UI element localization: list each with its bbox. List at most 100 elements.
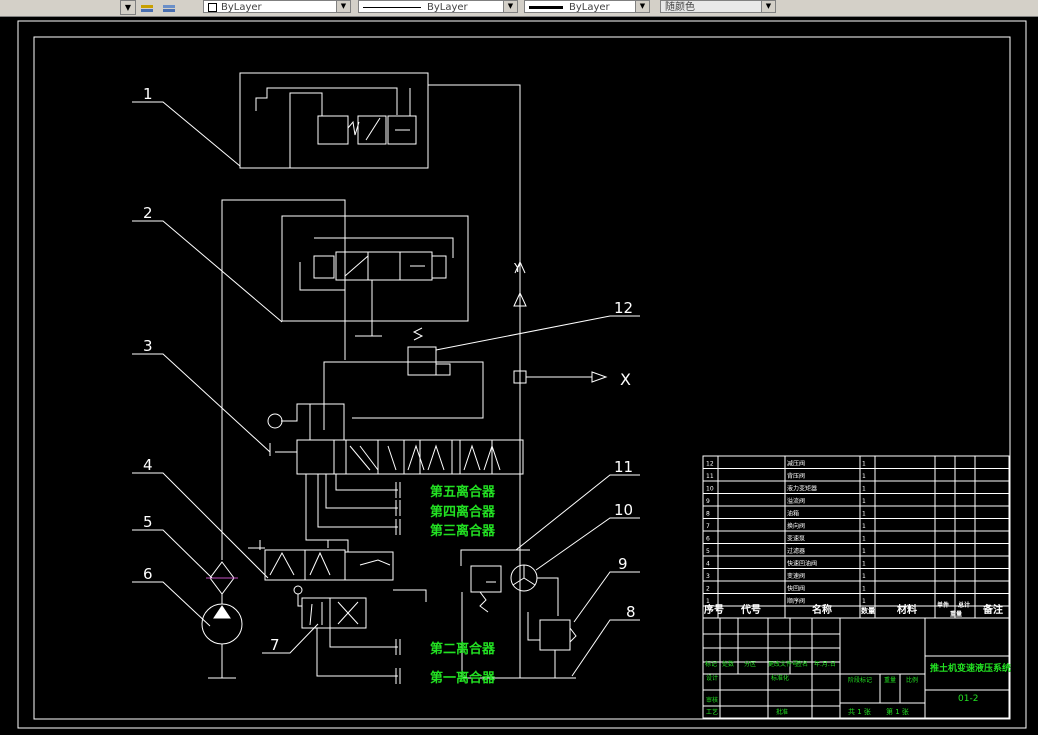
port-y-label: Y (513, 261, 522, 275)
tb-process: 工艺 (706, 708, 718, 716)
component-10-torque-converter (510, 564, 559, 616)
component-5-6-filter-pump (201, 561, 243, 679)
callout-10: 10 (614, 501, 633, 519)
bom-row-qty-mark: 1 (862, 573, 866, 580)
linetype-sample (363, 6, 421, 8)
bom-row-name: 背压阀 (787, 472, 805, 480)
bom-table-lines (702, 455, 1010, 619)
bom-header-unit-weight: 单件 (937, 601, 949, 609)
bom-row-qty-mark: 1 (862, 511, 866, 518)
clutch-labels: 第五离合器 第四离合器 第三离合器 第二离合器 第一离合器 (430, 484, 496, 686)
port-x-label: X (620, 370, 631, 389)
chevron-down-icon[interactable]: ▼ (761, 1, 775, 12)
component-4-quick-return-valve (248, 540, 427, 602)
drawing-canvas[interactable]: 1 2 3 4 5 6 7 8 9 10 11 12 X Y 第五离合器 第四离… (0, 17, 1038, 731)
layer-states-icon[interactable] (140, 0, 154, 12)
callout-6: 6 (143, 565, 153, 583)
bom-row-number: 7 (706, 523, 710, 530)
bom-row-name: 液力变矩器 (787, 485, 817, 493)
layer-previous-icon[interactable] (162, 0, 176, 12)
outer-border (17, 20, 1027, 729)
bom-row-number: 1 (706, 598, 710, 605)
tb-weight: 重量 (884, 676, 896, 684)
clutch-5-label: 第五离合器 (430, 484, 496, 500)
bom-header-name: 名称 (812, 603, 832, 616)
callout-1: 1 (143, 85, 153, 103)
bom-row-number: 8 (706, 511, 710, 518)
tb-sheets-total: 共 1 张 (848, 707, 871, 716)
hydraulic-schematic[interactable]: 1 2 3 4 5 6 7 8 9 10 11 12 X Y 第五离合器 第四离… (0, 17, 1038, 731)
bom-row-name: 变速阀 (787, 572, 805, 580)
bom-row-qty-mark: 1 (862, 586, 866, 593)
component-2-valve (221, 199, 469, 560)
tb-review: 审核 (706, 696, 718, 704)
title-block-lines (702, 617, 1010, 719)
drawing-number: 01-2 (958, 694, 978, 704)
callout-8: 8 (626, 603, 636, 621)
bom-row-name: 快回阀 (787, 585, 805, 593)
component-7-directional-valve (293, 585, 401, 684)
bom-row-number: 6 (706, 536, 710, 543)
tb-scale: 比例 (906, 676, 918, 684)
tb-stage-mark: 阶段标记 (848, 676, 872, 684)
callout-2: 2 (143, 204, 153, 222)
bom-row-name: 快速回油阀 (787, 560, 817, 568)
color-control-value: ByLayer (221, 2, 262, 13)
bom-header-material: 材料 (897, 603, 917, 616)
tb-count: 处数 (722, 660, 734, 668)
lineweight-sample (529, 5, 563, 9)
clutch-lines (305, 474, 401, 552)
bom-header: 序号 代号 名称 数量 材料 单件 总计 重量 备注 (704, 601, 1003, 618)
bom-row-number: 10 (706, 486, 714, 493)
bom-header-code: 代号 (740, 603, 761, 616)
title-block-text: 标记 处数 分区 更改文件号 签名 年.月.日 设计 标准化 审核 工艺 批准 … (705, 660, 1011, 716)
tb-approve: 批准 (776, 708, 788, 716)
bom-row-qty-mark: 1 (862, 486, 866, 493)
bom-row-name: 减压阀 (787, 460, 805, 468)
tb-doc: 更改文件号 (768, 660, 798, 668)
component-12-pressure-reducing-valve (323, 260, 608, 678)
clutch-1-label: 第一离合器 (430, 670, 496, 686)
bom-row-qty-mark: 1 (862, 461, 866, 468)
component-11-back-pressure-valve (460, 549, 576, 679)
bom-header-no: 序号 (704, 603, 724, 616)
tb-date: 年.月.日 (814, 660, 836, 668)
linetype-control[interactable]: ByLayer ▼ (358, 0, 518, 13)
color-swatch-icon (208, 2, 217, 12)
bom-row-qty-mark: 1 (862, 536, 866, 543)
bom-header-total-weight: 总计 (958, 601, 970, 609)
plot-style-value: 随颜色 (665, 2, 695, 13)
chevron-down-icon[interactable]: ▼ (503, 1, 517, 12)
layer-dropdown-arrow[interactable]: ▼ (120, 0, 136, 15)
tb-marks: 标记 (705, 660, 717, 668)
tb-sign: 签名 (796, 660, 808, 668)
linetype-control-value: ByLayer (427, 2, 468, 13)
tb-standardize: 标准化 (771, 674, 789, 682)
bom-row-number: 12 (706, 461, 714, 468)
bom-header-qty: 数量 (861, 606, 875, 615)
bom-row-name: 溢流阀 (787, 497, 805, 505)
inner-border (33, 36, 1011, 720)
clutch-3-label: 第三离合器 (430, 523, 496, 539)
bom-header-remark: 备注 (982, 603, 1003, 616)
lineweight-control[interactable]: ByLayer ▼ (524, 0, 650, 13)
chevron-down-icon[interactable]: ▼ (336, 1, 350, 12)
drawing-title: 推土机变速液压系统 (930, 662, 1011, 674)
bom-row-number: 9 (706, 498, 710, 505)
color-control[interactable]: ByLayer ▼ (203, 0, 351, 13)
bom-row-number: 5 (706, 548, 710, 555)
callout-5: 5 (143, 513, 153, 531)
plot-style-control[interactable]: 随颜色 ▼ (660, 0, 776, 13)
clutch-2-label: 第二离合器 (430, 641, 496, 657)
callout-3: 3 (143, 337, 153, 355)
bom-row-qty-mark: 1 (862, 498, 866, 505)
chevron-down-icon[interactable]: ▼ (635, 1, 649, 12)
bom-row-number: 11 (706, 473, 714, 480)
component-1-sequence-valve (239, 72, 521, 260)
bom-row-number: 2 (706, 586, 710, 593)
leader-lines (132, 101, 640, 677)
component-3-shift-valve (267, 403, 524, 475)
bom-row-qty-mark: 1 (862, 548, 866, 555)
bom-row-qty-mark: 1 (862, 561, 866, 568)
